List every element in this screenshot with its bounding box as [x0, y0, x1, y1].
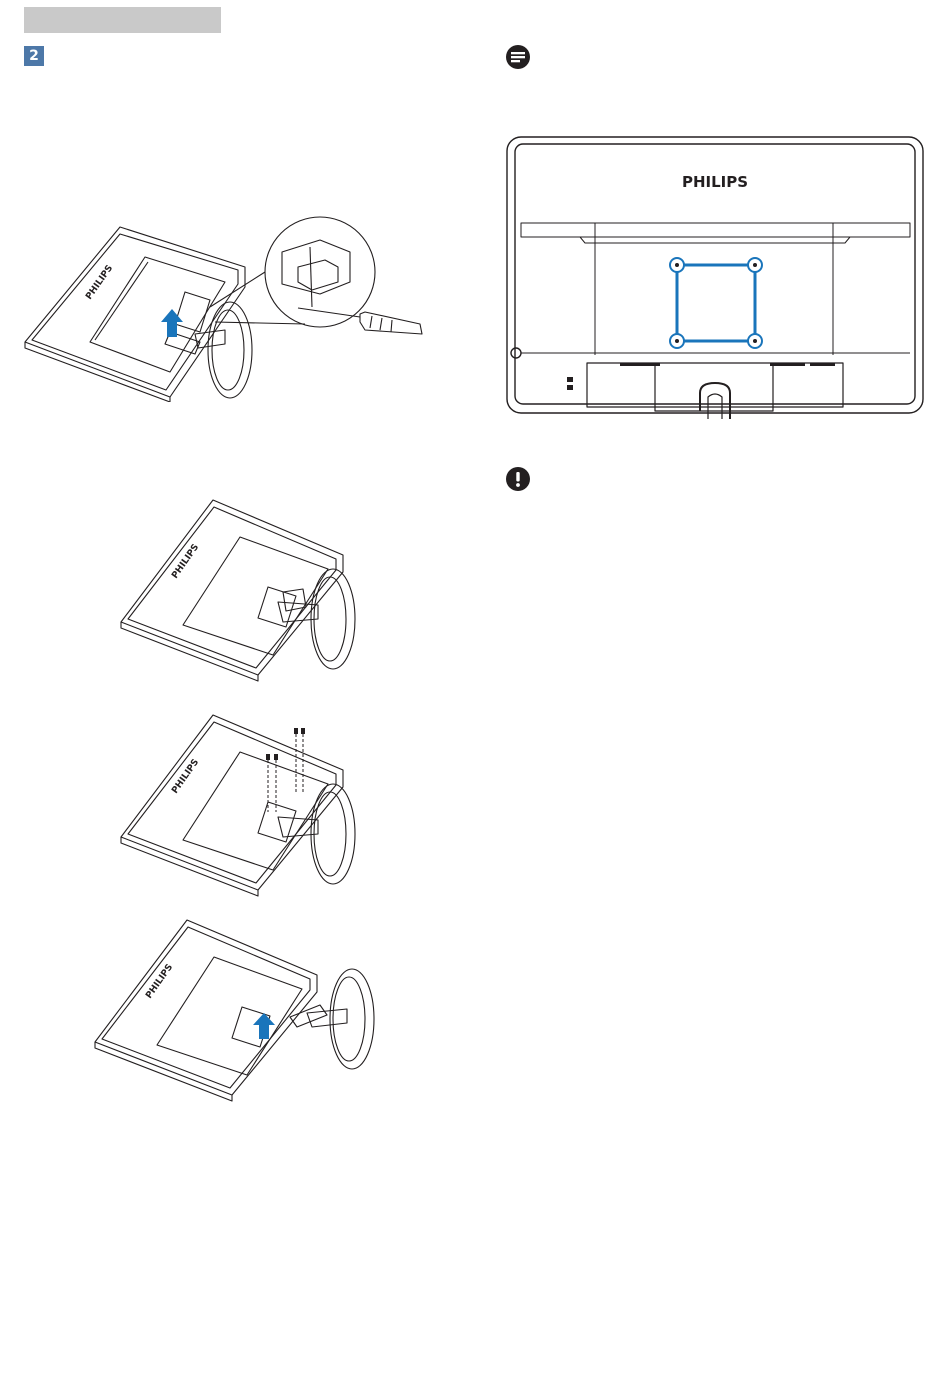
note-icon — [506, 45, 530, 69]
header-bar — [24, 7, 221, 33]
figure-remove-screws: PHILIPS — [118, 712, 358, 897]
figure-remove-hinge-cover: PHILIPS — [20, 212, 440, 402]
figure-detach-stand: PHILIPS — [92, 917, 382, 1102]
figure-vesa-mount-diagram: PHILIPS — [505, 135, 925, 425]
step-number-badge: 2 — [24, 46, 44, 66]
logo-text: PHILIPS — [682, 173, 748, 191]
exclamation-icon — [506, 467, 530, 491]
figure-monitor-back-with-stand: PHILIPS — [118, 497, 358, 682]
